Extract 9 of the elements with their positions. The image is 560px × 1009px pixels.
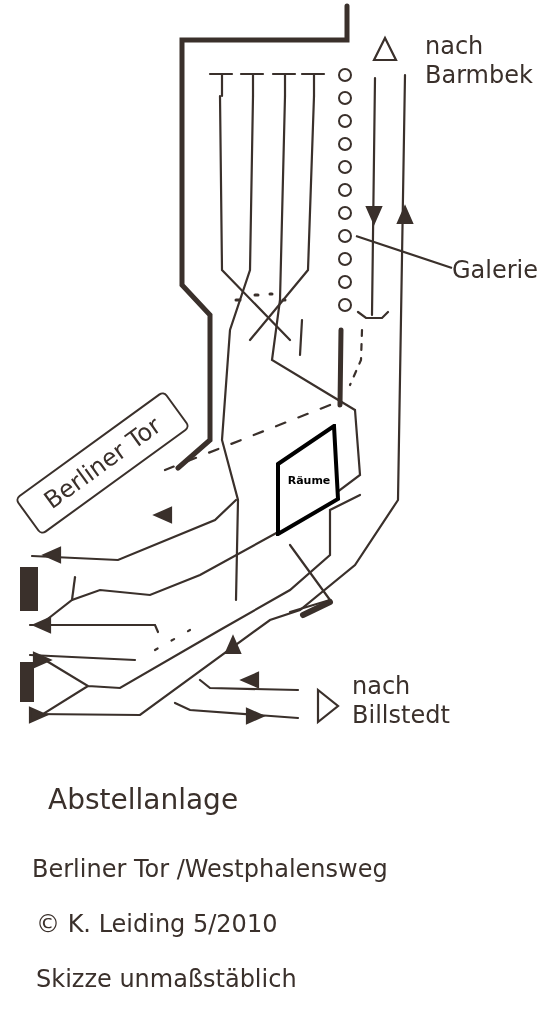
leader-line: [355, 234, 453, 270]
location-text: Berliner Tor /Westphalensweg: [32, 855, 388, 884]
gallery-label: Galerie: [452, 254, 548, 286]
direction-label: nach Billstedt: [352, 672, 451, 730]
scale-note: Skizze unmaßstäblich: [36, 965, 297, 994]
direction-label: nach Barmbek: [425, 32, 534, 90]
room-block: Räume: [276, 424, 342, 536]
copyright-text: © K. Leiding 5/2010: [36, 910, 278, 939]
diagram-title: Abstellanlage: [48, 783, 239, 817]
